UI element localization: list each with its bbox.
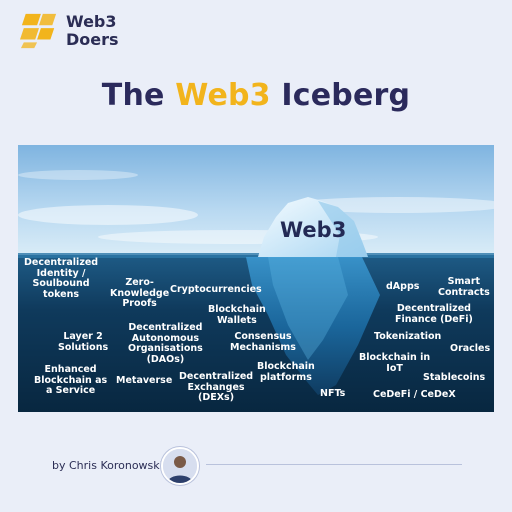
iceberg-tip-label: Web3 [280,218,347,242]
sky [18,145,494,255]
label-nfts: NFTs [320,388,346,399]
iceberg-underwater [246,257,380,395]
waterline [18,253,494,258]
brand-line1: Web3 [66,12,117,31]
title-post: Iceberg [270,78,411,113]
label-stablecoins: Stablecoins [423,372,486,383]
label-cryptocurrencies: Cryptocurrencies [170,284,262,295]
label-cedefi: CeDeFi / CeDeX [373,389,456,400]
author-credit: by Chris Koronowski [52,459,163,472]
brand-name: Web3 Doers [66,13,119,49]
author-avatar [161,447,199,485]
iceberg-underwater-shine [268,257,348,360]
title-pre: The [101,78,176,113]
avatar-person-icon [163,449,197,483]
label-metaverse: Metaverse [116,375,173,386]
iceberg-tip-shade [318,201,368,257]
brand-logo [20,13,57,49]
label-tokenization: Tokenization [374,331,442,342]
iceberg-illustration [18,145,494,412]
label-oracles: Oracles [450,343,491,354]
brand: Web3 Doers [20,12,119,50]
label-dapps: dApps [386,281,420,292]
page-title: The Web3 Iceberg [0,78,512,113]
title-highlight: Web3 [175,78,271,113]
footer-divider [206,464,462,465]
cloud [18,205,198,225]
brand-line2: Doers [66,30,119,49]
cloud [18,170,138,180]
